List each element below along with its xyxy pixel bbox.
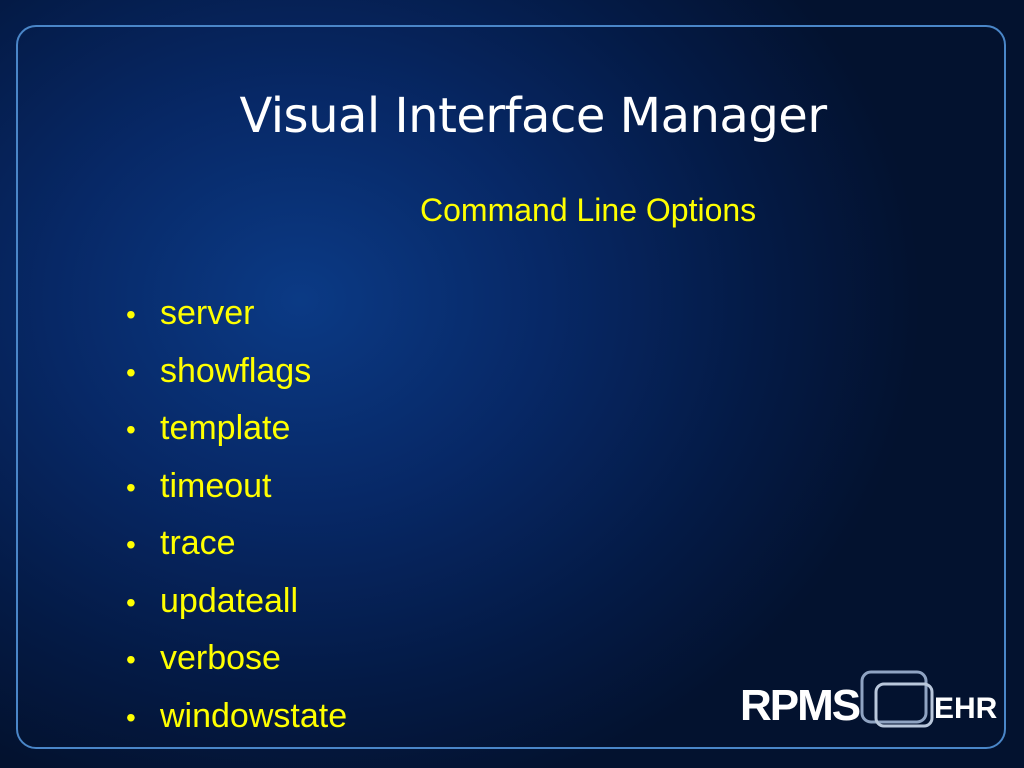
list-item: • showflags — [120, 348, 347, 406]
list-item: • updateall — [120, 578, 347, 636]
list-item: • timeout — [120, 463, 347, 521]
list-item-text: timeout — [160, 466, 272, 505]
logo-brand-text: RPMS — [740, 681, 860, 730]
bullet-icon: • — [126, 356, 136, 388]
list-item: • template — [120, 405, 347, 463]
bullet-icon: • — [126, 701, 136, 733]
bullet-icon: • — [126, 644, 136, 675]
slide-frame — [16, 25, 1006, 749]
list-item: • server — [120, 290, 347, 348]
bullet-icon: • — [126, 529, 136, 560]
logo-suffix-text: EHR — [934, 692, 998, 725]
bullet-icon: • — [126, 299, 136, 330]
slide-subtitle: Command Line Options — [420, 192, 757, 228]
list-item-text: showflags — [160, 351, 312, 390]
logo-box-back — [860, 670, 928, 724]
slide-title: Visual Interface Manager — [239, 88, 827, 144]
list-item: • verbose — [120, 635, 347, 693]
list-item: • trace — [120, 520, 347, 578]
bullet-icon: • — [126, 586, 136, 618]
list-item-text: template — [160, 409, 291, 447]
list-item-text: server — [160, 294, 255, 332]
logo-box-front — [874, 682, 934, 728]
list-item-text: updateall — [160, 581, 299, 620]
bullet-icon: • — [126, 414, 136, 445]
list-item-text: verbose — [160, 639, 281, 677]
rpms-ehr-logo: RPMS EHR — [740, 670, 998, 730]
list-item-text: trace — [160, 524, 236, 562]
bullet-list: • server • showflags • template • timeout • t… — [120, 290, 347, 750]
list-item-text: windowstate — [160, 696, 348, 735]
list-item: • windowstate — [120, 693, 347, 751]
bullet-icon: • — [126, 471, 136, 503]
